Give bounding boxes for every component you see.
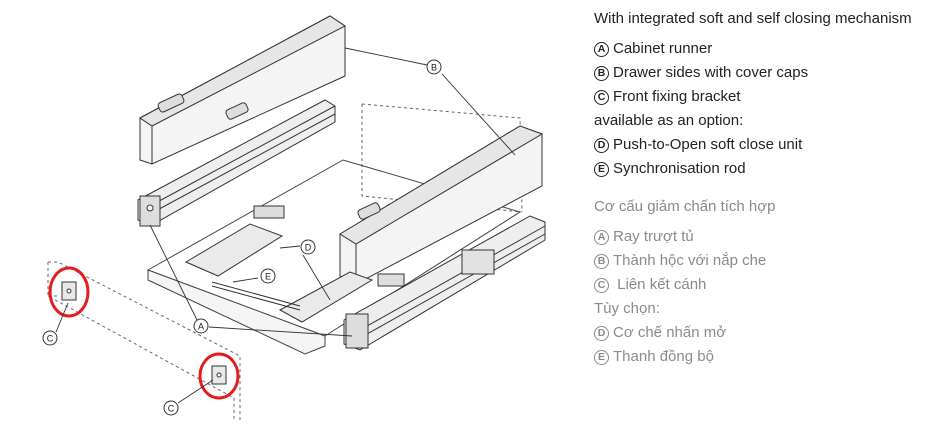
legend-item-text: Liên kết cánh [613, 276, 707, 293]
legend-item-text: Cơ chế nhấn mở [613, 324, 727, 341]
callout-a-label: A [198, 322, 204, 332]
synchronisation-rod [211, 281, 301, 311]
legend-title-vi: Cơ cấu giảm chấn tích hợp [594, 198, 776, 215]
legend-option-e-vi: E Thanh đồng bộ [594, 348, 714, 366]
legend-item-text: Front fixing bracket [613, 88, 741, 105]
legend-item-text: Thành hộc với nắp che [613, 252, 767, 269]
legend-item-text: Cabinet runner [613, 40, 713, 57]
legend-option-label-en: available as an option: [594, 112, 744, 129]
left-drawer-side [139, 15, 346, 165]
legend-item-a-en: A Cabinet runner [594, 40, 712, 58]
callout-a-circle [193, 318, 209, 334]
drawer-assembly-diagram: B D E A C C [42, 15, 546, 420]
legend-item-text: Drawer sides with cover caps [613, 64, 809, 81]
right-runner [343, 215, 546, 351]
callout-a-badge: A [594, 230, 609, 245]
legend-option-label-vi: Tùy chọn: [594, 300, 660, 317]
callout-c-badge: C [594, 90, 609, 105]
legend-item-b-vi: B Thành hộc với nắp che [594, 252, 766, 270]
legend-item-text: Push-to-Open soft close unit [613, 136, 803, 153]
drawer-bottom [146, 159, 522, 355]
left-runner [137, 99, 336, 227]
callout-a-badge: A [594, 42, 609, 57]
legend-item-text: Synchronisation rod [613, 160, 746, 177]
callout-d-label: D [305, 243, 312, 253]
legend-option-d-en: D Push-to-Open soft close unit [594, 136, 802, 154]
highlight-circle-left [48, 266, 90, 318]
callout-c-left-label: C [47, 334, 54, 344]
callout-e-badge: E [594, 350, 609, 365]
callout-d-badge: D [594, 138, 609, 153]
legend-item-text: Ray trượt tủ [613, 228, 694, 245]
callout-b-badge: B [594, 254, 609, 269]
front-fixing-bracket-right [211, 365, 227, 385]
right-drawer-side [339, 125, 544, 285]
leader-lines [55, 47, 516, 404]
push-to-open-unit [184, 205, 405, 323]
legend-item-c-en: C Front fixing bracket [594, 88, 741, 106]
callout-b-label: B [431, 63, 437, 73]
legend-panel: With integrated soft and self closing me… [594, 0, 934, 436]
legend-item-text: Thanh đồng bộ [613, 348, 714, 365]
callout-d-badge: D [594, 326, 609, 341]
front-fixing-bracket-left [61, 281, 77, 301]
callout-e-label: E [265, 272, 271, 282]
legend-option-d-vi: D Cơ chế nhấn mở [594, 324, 726, 342]
callout-b-circle [426, 59, 442, 75]
callout-c-left-circle [42, 330, 58, 346]
callout-e-circle [260, 268, 276, 284]
callout-b-badge: B [594, 66, 609, 81]
legend-item-b-en: B Drawer sides with cover caps [594, 64, 808, 82]
callout-d-circle [300, 239, 316, 255]
callout-c-right-label: C [168, 404, 175, 414]
callout-c-badge: C [594, 278, 609, 293]
legend-title-en: With integrated soft and self closing me… [594, 10, 912, 27]
legend-item-c-vi: C Liên kết cánh [594, 276, 706, 294]
legend-option-e-en: E Synchronisation rod [594, 160, 746, 178]
highlight-circle-right [198, 352, 240, 400]
callout-c-right-circle [163, 400, 179, 416]
callout-e-badge: E [594, 162, 609, 177]
legend-item-a-vi: A Ray trượt tủ [594, 228, 694, 246]
